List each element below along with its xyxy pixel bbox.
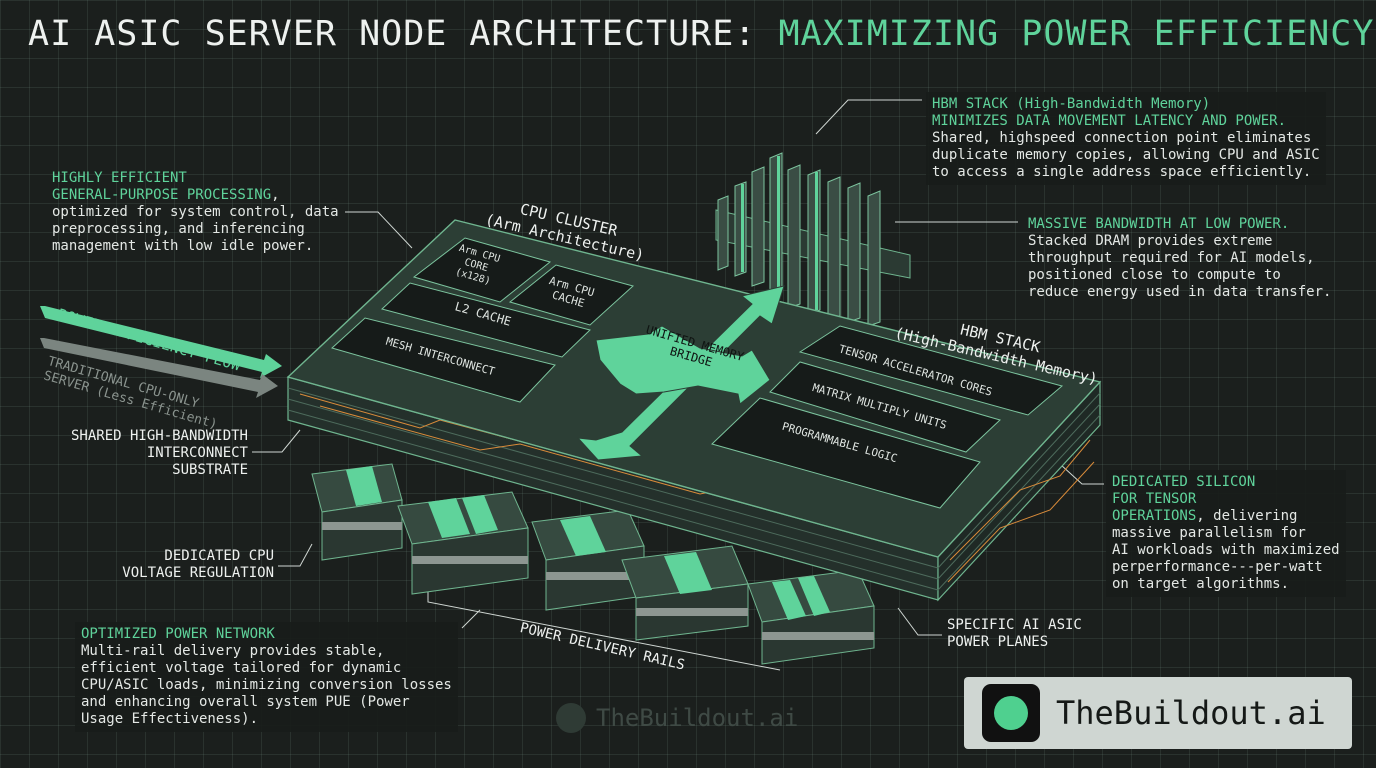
- callout-network-body-5: Usage Effectiveness).: [81, 711, 259, 727]
- callout-silicon-body-3: perperformance---per-watt: [1112, 559, 1323, 575]
- hbm-plate: [734, 181, 747, 277]
- rail-block: [397, 491, 529, 595]
- asic-power-line1: SPECIFIC AI ASIC: [947, 617, 1082, 633]
- callout-hbm-body-2: duplicate memory copies, allowing CPU an…: [932, 147, 1320, 163]
- power-rails: [311, 463, 875, 665]
- hbm-plate: [807, 169, 821, 315]
- hbm-highlight: [741, 184, 744, 272]
- callout-silicon-line-3: OPERATIONS, delivering: [1112, 508, 1298, 524]
- hbm-plate: [787, 164, 801, 309]
- hbm-plate: [827, 176, 841, 321]
- leader-line-asic-power: [897, 607, 942, 636]
- callout-cpu-body-1: optimized for system control, data: [52, 204, 339, 220]
- callout-cpu-highlight-1: HIGHLY EFFICIENT: [52, 170, 187, 186]
- callout-cpu-processing: HIGHLY EFFICIENT GENERAL-PURPOSE PROCESS…: [52, 170, 339, 255]
- hbm-plate: [847, 182, 861, 323]
- tensor-chip: [798, 325, 1064, 416]
- leader-line-cpu: [345, 211, 413, 249]
- bridge-arrows: [576, 285, 785, 461]
- callout-network-body-2: efficient voltage tailored for dynamic: [81, 660, 402, 676]
- substrate-label: SHARED HIGH-BANDWIDTH INTERCONNECT SUBST…: [40, 428, 248, 479]
- copper-trace: [949, 439, 1091, 561]
- callout-silicon-body-4: on target algorithms.: [1112, 576, 1290, 592]
- asic-power-line2: POWER PLANES: [947, 634, 1049, 650]
- rail-block: [621, 545, 749, 641]
- callout-network-body-4: and enhancing overall system PUE (Power: [81, 694, 410, 710]
- hbm-highlight: [777, 156, 780, 292]
- callout-bandwidth: MASSIVE BANDWIDTH AT LOW POWER. Stacked …: [1028, 216, 1331, 301]
- traditional-arrow: [40, 338, 278, 398]
- callout-bandwidth-body-2: throughput required for AI models,: [1028, 250, 1315, 266]
- callout-silicon-highlight-1: DEDICATED SILICON: [1112, 474, 1256, 490]
- substrate-board: [286, 219, 1102, 602]
- leader-line-hbm-top: [815, 99, 922, 135]
- arm-cache-chip: [508, 264, 635, 326]
- brand-badge: TheBuildout.ai: [964, 677, 1352, 749]
- watermark-logo-icon: [556, 703, 586, 733]
- l2-cache-chip: [380, 282, 591, 358]
- mesh-interconnect-chip: [331, 317, 556, 403]
- hbm-memory-modules: [715, 152, 911, 327]
- brand-logo-icon: [982, 684, 1040, 742]
- voltage-line2: VOLTAGE REGULATION: [122, 565, 274, 581]
- callout-silicon-body-1: massive parallelism for: [1112, 525, 1306, 541]
- rail-block: [747, 569, 875, 665]
- hbm-plate: [769, 152, 783, 297]
- callout-bandwidth-body-3: positioned close to compute to: [1028, 267, 1281, 283]
- leader-line-substrate: [252, 429, 301, 453]
- brand-name: TheBuildout.ai: [1056, 694, 1326, 732]
- voltage-line1: DEDICATED CPU: [164, 548, 274, 564]
- hbm-plate: [717, 195, 729, 271]
- callout-hbm-highlight: MINIMIZES DATA MOVEMENT LATENCY AND POWE…: [932, 113, 1287, 129]
- callout-bandwidth-body-4: reduce energy used in data transfer.: [1028, 284, 1332, 300]
- arm-core-chip: [412, 237, 552, 303]
- power-efficiency-arrow: [40, 306, 282, 378]
- asic-cluster: [711, 325, 1064, 509]
- substrate-line3: SUBSTRATE: [172, 462, 248, 478]
- callout-silicon-highlight-3: OPERATIONS: [1112, 508, 1197, 524]
- callout-network-body-3: CPU/ASIC loads, minimizing conversion lo…: [81, 677, 452, 693]
- hbm-plate: [867, 190, 881, 327]
- callout-network-body-1: Multi-rail delivery provides stable,: [81, 643, 385, 659]
- callout-network-highlight: OPTIMIZED POWER NETWORK: [81, 626, 275, 642]
- callout-silicon: DEDICATED SILICON FOR TENSOR OPERATIONS,…: [1106, 470, 1346, 597]
- title-accent: MAXIMIZING POWER EFFICIENCY: [778, 14, 1375, 54]
- bridge-arrow-horizontal: [595, 325, 771, 405]
- callout-bandwidth-highlight: MASSIVE BANDWIDTH AT LOW POWER.: [1028, 216, 1290, 232]
- callout-cpu-body-3: management with low idle power.: [52, 238, 314, 254]
- matrix-chip: [769, 361, 1001, 453]
- callout-cpu-line-2: GENERAL-PURPOSE PROCESSING,: [52, 187, 280, 203]
- hbm-highlight: [815, 172, 818, 310]
- cpu-cluster: [331, 237, 635, 403]
- callout-hbm-body-1: Shared, highspeed connection point elimi…: [932, 130, 1312, 146]
- substrate-line2: INTERCONNECT: [146, 445, 248, 461]
- callout-silicon-highlight-2: FOR TENSOR: [1112, 491, 1197, 507]
- callout-hbm-heading: HBM STACK (High-Bandwidth Memory): [932, 96, 1211, 112]
- asic-power-planes-label: SPECIFIC AI ASIC POWER PLANES: [947, 617, 1082, 651]
- substrate-line1: SHARED HIGH-BANDWIDTH: [70, 428, 248, 444]
- programmable-chip: [711, 397, 981, 509]
- watermark: TheBuildout.ai: [556, 703, 798, 733]
- rail-block: [311, 463, 403, 561]
- callout-silicon-body-2: AI workloads with maximized: [1112, 542, 1340, 558]
- callout-cpu-highlight-2: GENERAL-PURPOSE PROCESSING: [52, 187, 272, 203]
- voltage-regulation-label: DEDICATED CPU VOLTAGE REGULATION: [80, 548, 274, 582]
- callout-bandwidth-body-1: Stacked DRAM provides extreme: [1028, 233, 1273, 249]
- rail-block: [531, 509, 645, 611]
- leader-line-voltage: [278, 543, 313, 567]
- bridge-arrow-vertical: [576, 285, 785, 461]
- title-main: AI ASIC SERVER NODE ARCHITECTURE:: [28, 14, 757, 54]
- copper-trace: [947, 461, 1095, 583]
- leader-line-network: [461, 609, 481, 629]
- callout-power-network: OPTIMIZED POWER NETWORK Multi-rail deliv…: [75, 622, 458, 732]
- watermark-text: TheBuildout.ai: [596, 704, 799, 732]
- callout-hbm-body-3: to access a single address space efficie…: [932, 164, 1312, 180]
- page-title: AI ASIC SERVER NODE ARCHITECTURE: MAXIMI…: [28, 14, 1374, 54]
- callout-cpu-body-2: preprocessing, and inferencing: [52, 221, 305, 237]
- brand-logo-dot: [994, 696, 1028, 730]
- hbm-plate: [751, 166, 765, 287]
- callout-hbm-top: HBM STACK (High-Bandwidth Memory) MINIMI…: [926, 92, 1326, 185]
- flow-arrows: [40, 306, 282, 398]
